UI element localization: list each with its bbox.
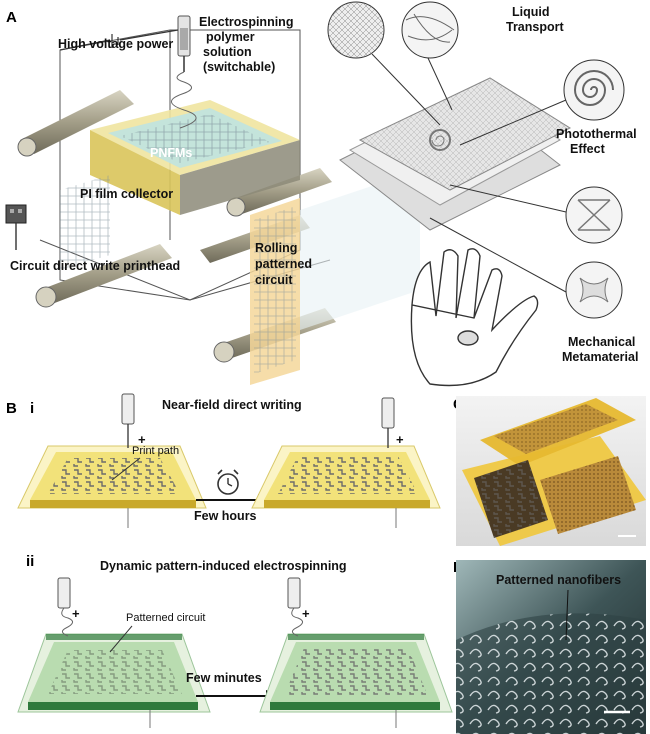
panel-b: B i Near-field direct writing + Print pa… <box>6 394 452 728</box>
label-print-path: Print path <box>132 445 179 457</box>
zoom-photothermal <box>564 60 624 120</box>
photo-d-nanofibers <box>456 613 646 734</box>
plus-bii-left: + <box>72 606 80 621</box>
syringe-icon <box>178 16 190 72</box>
plus-bii-right: + <box>302 606 310 621</box>
label-high-voltage: High voltage power <box>58 37 173 51</box>
zoom-liquid-1 <box>328 2 384 58</box>
svg-text:Metamaterial: Metamaterial <box>562 350 638 364</box>
syringe-bi-right: + <box>382 398 404 448</box>
svg-text:Liquid: Liquid <box>512 5 550 19</box>
label-mechanical: Mechanical Metamaterial <box>562 335 638 364</box>
alarm-clock-icon <box>218 470 238 494</box>
panel-a: A <box>6 2 638 386</box>
label-circuit-printhead: Circuit direct write printhead <box>10 259 180 273</box>
svg-text:solution: solution <box>203 45 252 59</box>
svg-text:polymer: polymer <box>206 30 255 44</box>
label-photothermal: Photothermal Effect <box>556 127 637 156</box>
panel-label-b-ii: ii <box>26 553 34 570</box>
label-patterned-nanofibers: Patterned nanofibers <box>496 573 621 587</box>
syringe-bii-left: + <box>58 578 80 636</box>
zoom-metamaterial-2 <box>566 262 622 318</box>
label-dynamic: Dynamic pattern-induced electrospinning <box>100 559 347 573</box>
svg-text:Rolling: Rolling <box>255 241 297 255</box>
substrate-bii-left <box>18 634 210 712</box>
svg-text:circuit: circuit <box>255 273 293 287</box>
label-few-hours: Few hours <box>194 509 257 523</box>
label-near-field: Near-field direct writing <box>162 398 302 412</box>
svg-text:Photothermal: Photothermal <box>556 127 637 141</box>
printhead-icon <box>6 205 26 250</box>
panel-label-b-i: i <box>30 400 34 417</box>
label-electrospinning: Electrospinning polymer solution (switch… <box>199 15 293 74</box>
zoom-metamaterial-1 <box>566 187 622 243</box>
label-pnfms: PNFMs <box>150 146 192 160</box>
label-pi-collector: PI film collector <box>80 187 173 201</box>
panel-c: C <box>453 396 646 546</box>
panel-label-a: A <box>6 9 17 26</box>
substrate-bi-right <box>252 446 440 508</box>
panel-label-b: B <box>6 400 17 417</box>
svg-text:Electrospinning: Electrospinning <box>199 15 293 29</box>
substrate-bii-right <box>260 634 452 712</box>
svg-text:Transport: Transport <box>506 20 564 34</box>
label-patterned-circuit: Patterned circuit <box>126 612 205 624</box>
svg-text:(switchable): (switchable) <box>203 60 275 74</box>
plus-bi-right: + <box>396 432 404 447</box>
rolling-circuit-sheet <box>250 198 300 385</box>
hand-illustration <box>411 249 537 386</box>
panel-d: D Patterned nanofibers <box>453 559 646 734</box>
label-few-minutes: Few minutes <box>186 671 262 685</box>
svg-text:patterned: patterned <box>255 257 312 271</box>
syringe-bii-right: + <box>288 578 310 636</box>
svg-text:Effect: Effect <box>570 142 606 156</box>
zoom-liquid-2 <box>402 2 458 58</box>
label-liquid-transport: Liquid Transport <box>506 5 564 34</box>
svg-text:Mechanical: Mechanical <box>568 335 635 349</box>
syringe-bi-left: + <box>122 394 146 448</box>
